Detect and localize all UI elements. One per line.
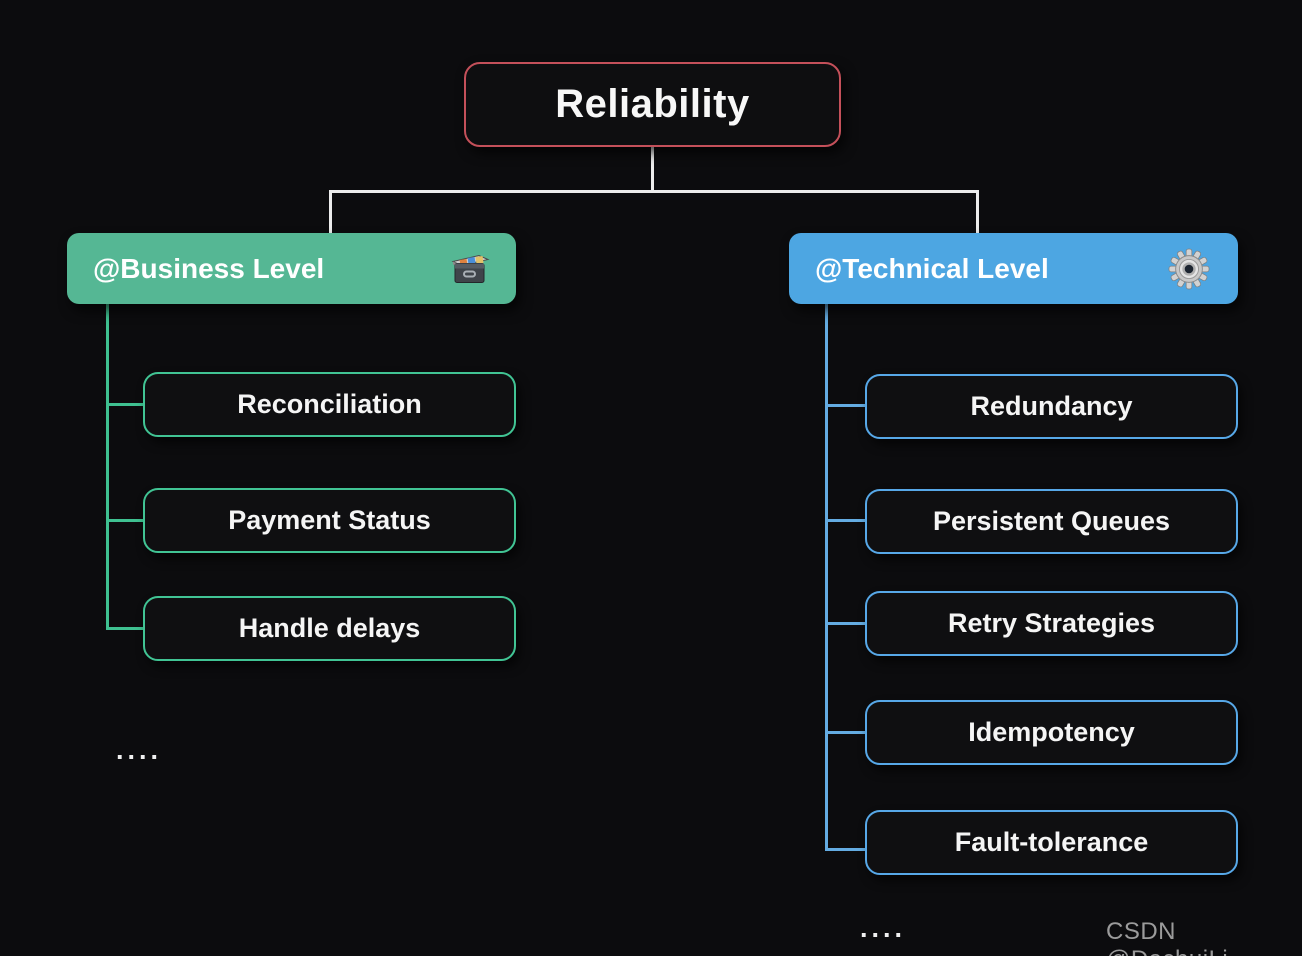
node-payment-status[interactable]: Payment Status bbox=[143, 488, 516, 553]
node-idempotency[interactable]: Idempotency bbox=[865, 700, 1238, 765]
business-more-ellipsis: .... bbox=[116, 735, 163, 765]
node-label: Retry Strategies bbox=[947, 608, 1156, 638]
root-node-label: Reliability bbox=[555, 82, 750, 126]
gear-icon bbox=[1166, 248, 1212, 290]
connector-business-branch-2 bbox=[106, 519, 145, 522]
node-fault-tolerance[interactable]: Fault-tolerance bbox=[865, 810, 1238, 875]
node-retry-strategies[interactable]: Retry Strategies bbox=[865, 591, 1238, 656]
branch-header-business-level[interactable]: @Business Level bbox=[67, 233, 516, 304]
watermark: CSDN @DachuiLi bbox=[1106, 918, 1228, 956]
node-reconciliation[interactable]: Reconciliation bbox=[143, 372, 516, 437]
connector-drop-technical bbox=[976, 190, 979, 234]
node-label: Redundancy bbox=[970, 391, 1133, 421]
connector-top-bar bbox=[329, 190, 979, 193]
branch-header-label: @Technical Level bbox=[815, 252, 1049, 284]
connector-technical-branch-3 bbox=[825, 622, 867, 625]
node-persistent-queues[interactable]: Persistent Queues bbox=[865, 489, 1238, 554]
card-file-box-icon bbox=[448, 250, 490, 287]
node-label: Reconciliation bbox=[237, 389, 422, 419]
node-label: Persistent Queues bbox=[932, 506, 1171, 536]
branch-header-technical-level[interactable]: @Technical Level bbox=[789, 233, 1238, 304]
connector-technical-branch-1 bbox=[825, 404, 867, 407]
connector-technical-spine bbox=[825, 303, 828, 851]
connector-drop-business bbox=[329, 190, 332, 234]
node-label: Handle delays bbox=[238, 613, 421, 643]
connector-business-spine bbox=[106, 303, 109, 630]
node-label: Payment Status bbox=[228, 505, 431, 535]
connector-technical-branch-5 bbox=[825, 848, 867, 851]
technical-more-ellipsis: .... bbox=[860, 913, 907, 943]
connector-technical-branch-4 bbox=[825, 731, 867, 734]
connector-business-branch-3 bbox=[106, 627, 145, 630]
connector-business-branch-1 bbox=[106, 403, 145, 406]
connector-root-stem bbox=[651, 146, 654, 192]
branch-header-label: @Business Level bbox=[93, 252, 325, 284]
connector-technical-branch-2 bbox=[825, 519, 867, 522]
node-label: Idempotency bbox=[968, 717, 1135, 747]
root-node-reliability[interactable]: Reliability bbox=[464, 62, 841, 147]
node-label: Fault-tolerance bbox=[954, 827, 1149, 857]
node-handle-delays[interactable]: Handle delays bbox=[143, 596, 516, 661]
node-redundancy[interactable]: Redundancy bbox=[865, 374, 1238, 439]
